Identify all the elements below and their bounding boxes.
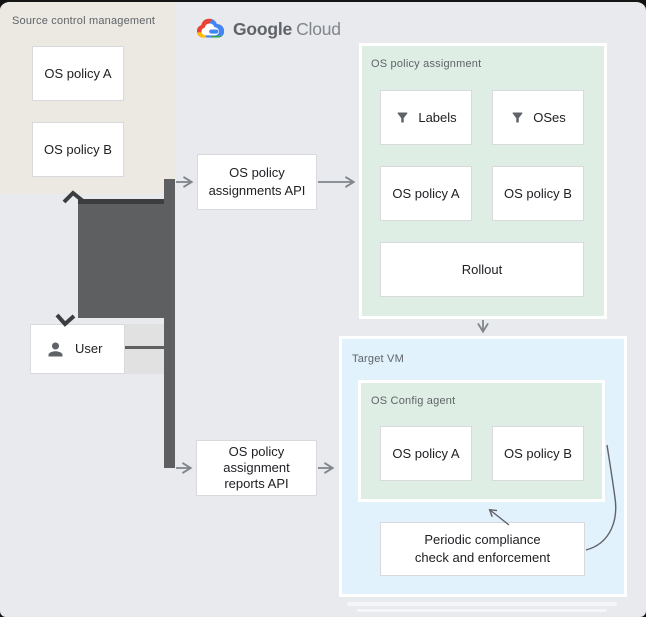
agent-os-policy-b-label: OS policy B <box>504 445 572 461</box>
assignment-os-policy-a: OS policy A <box>380 166 472 221</box>
user-connector-block <box>125 324 165 374</box>
rollout-label: Rollout <box>461 261 503 277</box>
source-os-policy-b-label: OS policy B <box>44 141 112 157</box>
user-dark-block-edge <box>78 199 165 204</box>
os-policy-assignments-api: OS policy assignments API <box>197 154 317 210</box>
target-vm-title: Target VM <box>352 353 404 365</box>
labels-filter-label: Labels <box>418 109 457 125</box>
agent-os-policy-a: OS policy A <box>380 426 472 481</box>
user-label: User <box>75 341 103 357</box>
filter-icon <box>510 92 525 142</box>
source-control-title: Source control management <box>12 15 156 27</box>
agent-os-policy-a-label: OS policy A <box>392 445 460 461</box>
assignment-os-policy-a-label: OS policy A <box>392 185 460 201</box>
os-policy-assignments-api-label: OS policy assignments API <box>208 165 306 198</box>
arrowhead-up-to-source-control <box>62 190 85 204</box>
source-os-policy-a-label: OS policy A <box>44 65 112 81</box>
agent-os-policy-b: OS policy B <box>492 426 584 481</box>
vm-stack-line <box>347 602 617 606</box>
filter-icon <box>395 92 410 142</box>
assignment-os-policy-b-label: OS policy B <box>504 185 572 201</box>
os-config-agent-title: OS Config agent <box>371 395 456 407</box>
oses-filter-node: OSes <box>492 90 584 145</box>
periodic-compliance-node: Periodic compliance check and enforcemen… <box>380 522 585 576</box>
periodic-compliance-label: Periodic compliance check and enforcemen… <box>414 532 551 565</box>
user-dark-block <box>78 199 165 318</box>
source-os-policy-b: OS policy B <box>32 122 124 177</box>
rollout-node: Rollout <box>380 242 584 297</box>
oses-filter-label: OSes <box>533 109 566 125</box>
user-vertical-bar <box>164 179 175 468</box>
labels-filter-node: Labels <box>380 90 472 145</box>
os-policy-assignment-reports-api: OS policy assignment reports API <box>196 440 317 496</box>
os-policy-assignment-title: OS policy assignment <box>371 58 482 70</box>
assignment-os-policy-b: OS policy B <box>492 166 584 221</box>
user-node: User <box>30 324 125 374</box>
vm-stack-line <box>357 609 607 612</box>
os-policy-assignment-reports-api-label: OS policy assignment reports API <box>223 443 290 492</box>
source-os-policy-a: OS policy A <box>32 46 124 101</box>
person-icon <box>45 321 66 377</box>
google-cloud-logo-icon <box>196 17 225 41</box>
